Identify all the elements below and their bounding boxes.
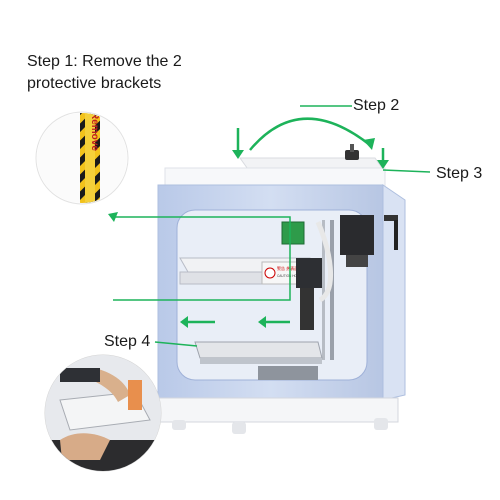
step1-label-line2: protective brackets	[27, 75, 162, 92]
step2-arc-arrowhead	[363, 138, 375, 150]
step-arrows	[113, 105, 431, 347]
step4-right-arrowhead	[258, 316, 266, 328]
step3-arrowhead	[377, 160, 389, 169]
step4-label: Step 4	[104, 333, 151, 350]
bracket-inset: Remove	[35, 111, 129, 205]
step4-left-arrowhead	[180, 316, 188, 328]
warning-sticker-line1: 警告 热表面	[277, 265, 298, 271]
plate-inset	[44, 354, 162, 472]
step2-label: Step 2	[353, 97, 400, 114]
step1-connector-line	[113, 216, 291, 301]
step3-label: Step 3	[436, 165, 483, 182]
arrow-heads	[108, 138, 389, 328]
step1-arrowhead	[108, 212, 118, 222]
warning-sticker-line2: CAUTION HOT SURFACE	[277, 274, 315, 278]
step2-arrowhead	[232, 150, 244, 159]
step2-arc	[249, 117, 371, 151]
printer-top-cap	[164, 144, 386, 189]
step4-connector-line	[154, 341, 198, 347]
step1-label-line1: Step 1: Remove the 2	[27, 53, 182, 70]
printer-base	[157, 397, 399, 434]
step3-connector-line	[382, 169, 431, 173]
printer-internals: 警告 热表面 CAUTION HOT SURFACE	[179, 215, 398, 380]
bracket-text: Remove	[89, 112, 100, 151]
